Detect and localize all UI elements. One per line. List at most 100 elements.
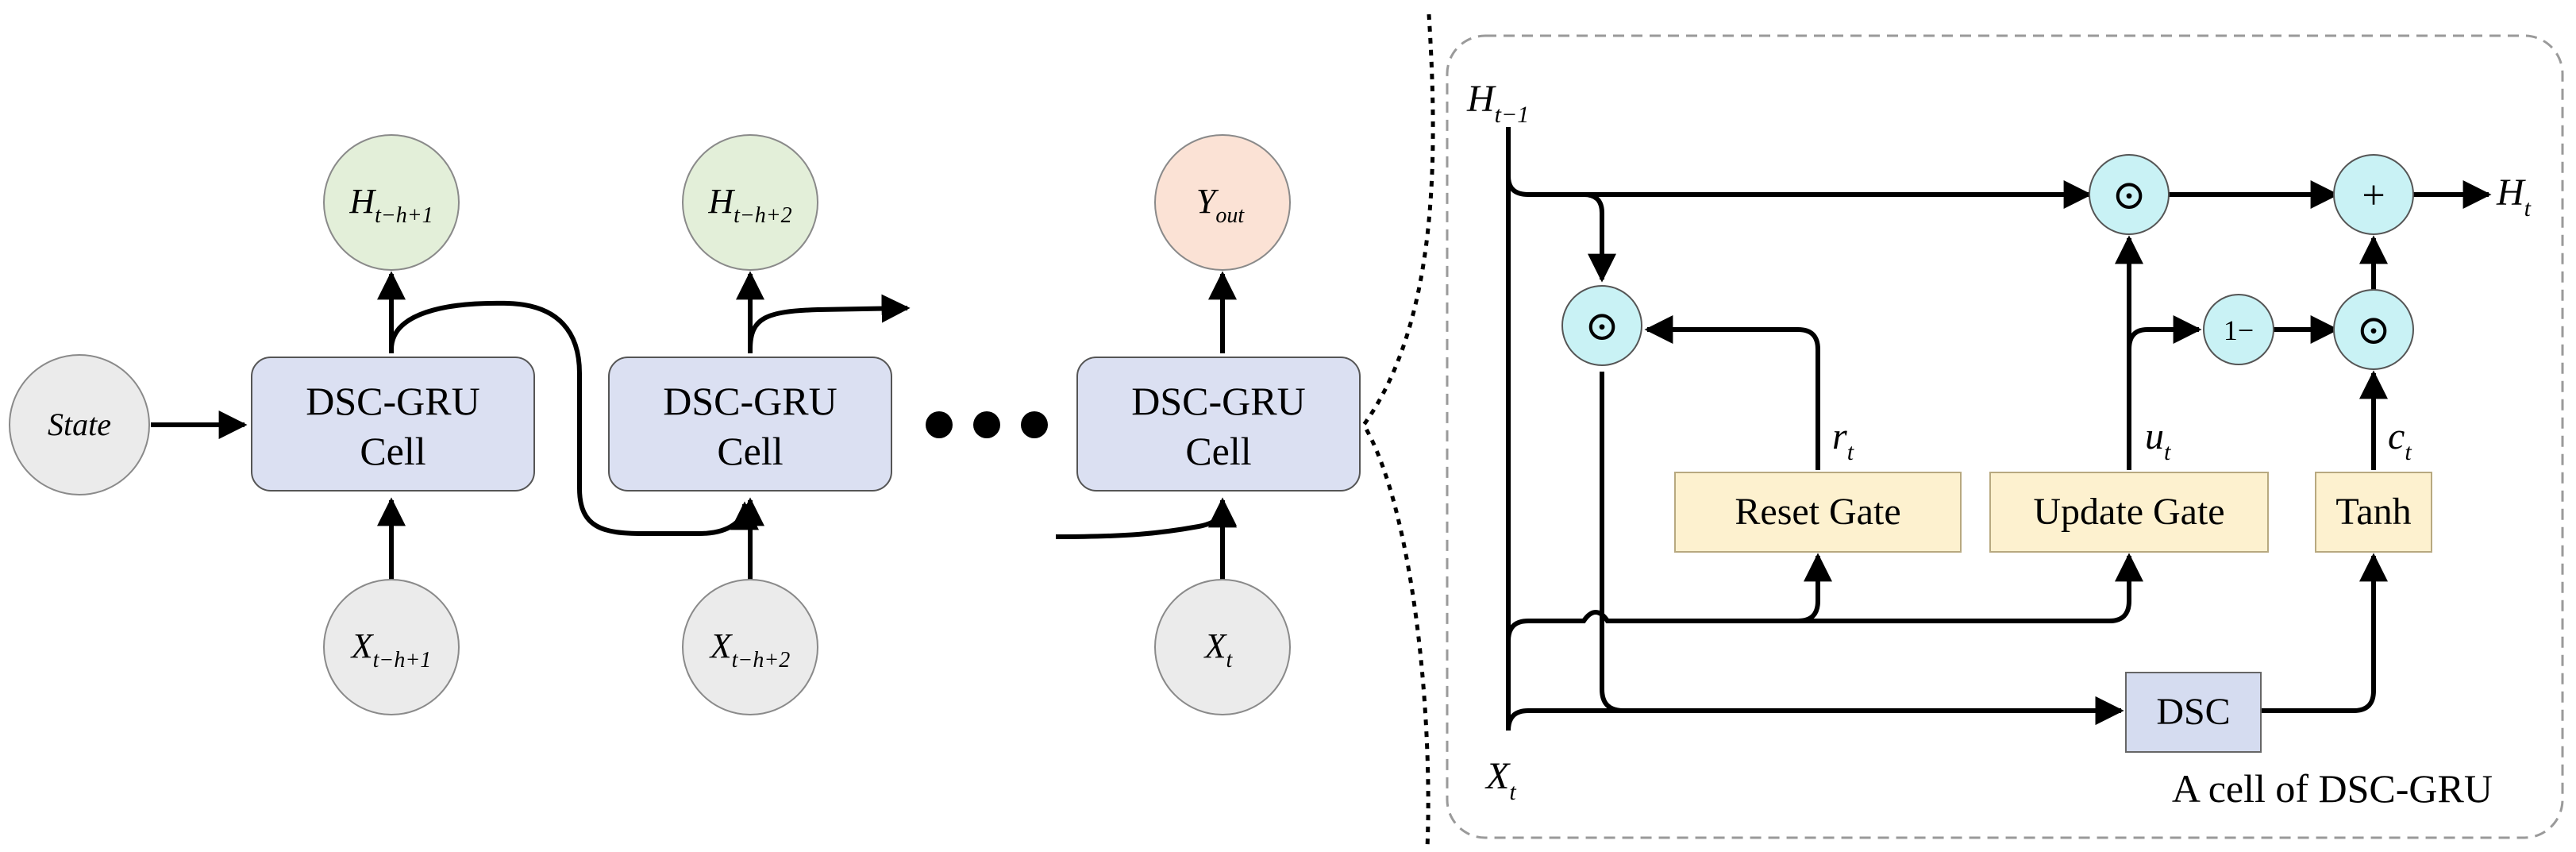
update-gate: Update Gate [1989,472,2269,553]
gate-box [2315,472,2432,553]
r-t-label: rt [1832,415,1854,465]
hidden-into-cell3-arrow [1055,499,1237,539]
op-circle [2333,154,2414,235]
label-main: X [1484,755,1511,797]
op-circle [1561,285,1642,366]
op-symbol: + [2362,173,2385,218]
node-sub: t−h+1 [375,203,433,228]
cell-line1: DSC-GRU [663,379,837,423]
node-label: Ht−h+1 [348,182,433,228]
node-label: Xt−h+1 [350,626,431,673]
output-node-1: Ht−h+1 [323,134,460,271]
node-main: X [709,626,734,665]
gate-label: Reset Gate [1735,491,1900,533]
node-circle [323,134,460,271]
node-sub: t−h+2 [732,648,791,673]
dsc-gru-cell-3: DSC-GRU Cell [1076,357,1361,492]
label-main: H [2496,172,2526,214]
node-main: Y [1196,182,1219,221]
input-node-2: Xt−h+2 [682,579,818,715]
reset-gate: Reset Gate [1674,472,1962,553]
node-sub: t−h+1 [373,648,432,673]
node-main: H [348,182,376,221]
dsc-gru-cell-2: DSC-GRU Cell [608,357,892,492]
input-node-1: Xt−h+1 [323,579,460,715]
x-t-label: Xt [1484,755,1516,805]
left-connectors [151,271,1237,580]
cell-wires [1506,127,2492,731]
input-to-update-gate-arrow [1798,553,2143,623]
hprev-to-reset-mul-arrow [1583,192,1616,283]
hprev-to-top-mul-arrow [1506,175,2093,209]
op-symbol: ⊙ [2356,308,2391,353]
ellipsis-dots [926,411,1048,438]
cell-box [608,357,892,492]
cell-line2: Cell [717,429,783,473]
label-main: u [2145,415,2164,457]
reset-multiply-op: ⊙ [1561,285,1642,366]
dsc-label: DSC [2156,691,2230,733]
node-circle [682,134,818,271]
node-label: Ht−h+2 [707,182,791,228]
node-label: Xt [1203,626,1234,673]
label-sub: t [1509,779,1516,805]
node-circle [1154,134,1291,271]
label-main: c [2388,415,2405,457]
op-circle [2203,294,2274,365]
input-bus-line [1506,553,1832,642]
one-minus-op: 1− [2203,294,2274,365]
cell-line1: DSC-GRU [1131,379,1305,423]
update-to-one-minus-arrow [2127,315,2202,350]
dsc-box [2125,672,2262,753]
node-circle [682,579,818,715]
top-multiply-op: ⊙ [2089,154,2170,235]
cell-box [1076,357,1361,492]
node-label: Xt−h+2 [709,626,790,673]
dsc-block: DSC [2125,672,2262,753]
op-symbol: 1− [2224,314,2254,346]
node-circle [1154,579,1291,715]
gate-label: Update Gate [2033,491,2224,533]
cell2-hidden-out-arrow [748,294,911,350]
label-main: r [1832,415,1847,457]
c-t-label: ct [2388,415,2412,465]
xt-to-dsc-arrow [1506,696,2124,731]
cell-detail-panel: ⊙ ⊙ + ⊙ 1− Reset Gate Update Gate [1446,34,2564,839]
zoom-bracket [1361,13,1435,849]
op-symbol: ⊙ [1584,304,1619,349]
u-t-label: ut [2145,415,2171,465]
cell-line1: DSC-GRU [306,379,479,423]
node-sub: out [1215,203,1245,228]
label-sub: t−1 [1495,102,1530,128]
op-symbol: ⊙ [2112,173,2147,218]
state-label: State [48,407,111,442]
cell-line2: Cell [360,429,425,473]
node-label: Yout [1196,182,1245,228]
h-prev-label: Ht−1 [1466,78,1529,128]
output-node-yout: Yout [1154,134,1291,271]
input-node-t: Xt [1154,579,1291,715]
label-main: H [1466,78,1496,120]
add-op: + [2333,154,2414,235]
h-out-label: Ht [2496,172,2532,222]
cell-line2: Cell [1185,429,1251,473]
gate-box [1989,472,2269,553]
op-circle [2333,289,2414,370]
node-sub: t [1226,648,1234,673]
gate-label: Tanh [2335,491,2411,533]
tanh-gate: Tanh [2315,472,2432,553]
unrolled-sequence: State DSC-GRU Cell DSC-GRU Cell DSC-GRU … [9,134,1361,715]
op-circle [2089,154,2170,235]
label-sub: t [2524,195,2532,222]
node-main: X [1203,626,1228,665]
cell1-to-cell2-hidden-arrow [389,300,759,536]
state-node [9,354,150,495]
reset-gate-to-reset-mul-arrow [1644,315,1820,470]
node-sub: t−h+2 [734,203,792,228]
cell-detail-frame [1446,34,2564,839]
label-sub: t [1847,439,1854,465]
cell-box [251,357,535,492]
label-sub: t [2164,439,2171,465]
gate-box [1674,472,1962,553]
